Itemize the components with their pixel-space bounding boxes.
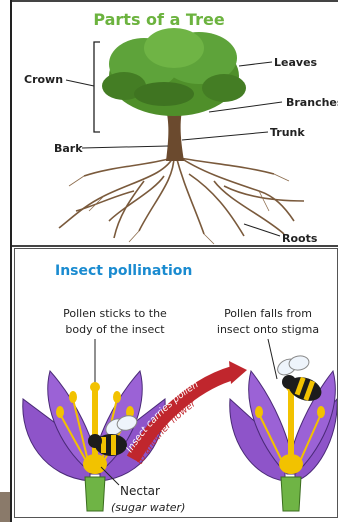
nectar-label: Nectar [120,484,160,498]
label-branches: Branches [286,96,338,109]
panel-divider [12,245,338,247]
bee-right [275,354,325,405]
nectar-sublabel: (sugar water) [111,501,185,514]
caption-left-line1: Pollen sticks to the [63,307,167,320]
left-border [0,0,12,522]
tree-crown [102,28,246,116]
pollination-illustration: Insect pollination Pollen sticks to the … [15,249,337,517]
label-bark: Bark [54,142,83,155]
label-trunk: Trunk [270,126,305,139]
top-border [12,0,338,2]
caption-left-line2: body of the insect [65,323,165,336]
label-roots: Roots [282,232,318,245]
pollination-title: Insect pollination [55,263,192,279]
label-leaves: Leaves [274,56,318,69]
caption-right-line2: insect onto stigma [217,323,319,336]
left-border-foot [0,492,10,522]
pollination-diagram-panel: Insect pollination Pollen sticks to the … [14,248,338,518]
caption-right-line1: Pollen falls from [224,307,312,320]
tree-roots [59,156,304,238]
tree-title: Parts of a Tree [93,10,225,29]
travel-arrow: Insect carries pollen to another flower [124,361,247,467]
tree-diagram-panel: Parts of a Tree [14,6,338,246]
label-crown: Crown [24,73,63,86]
tree-illustration: Parts of a Tree [14,6,338,246]
